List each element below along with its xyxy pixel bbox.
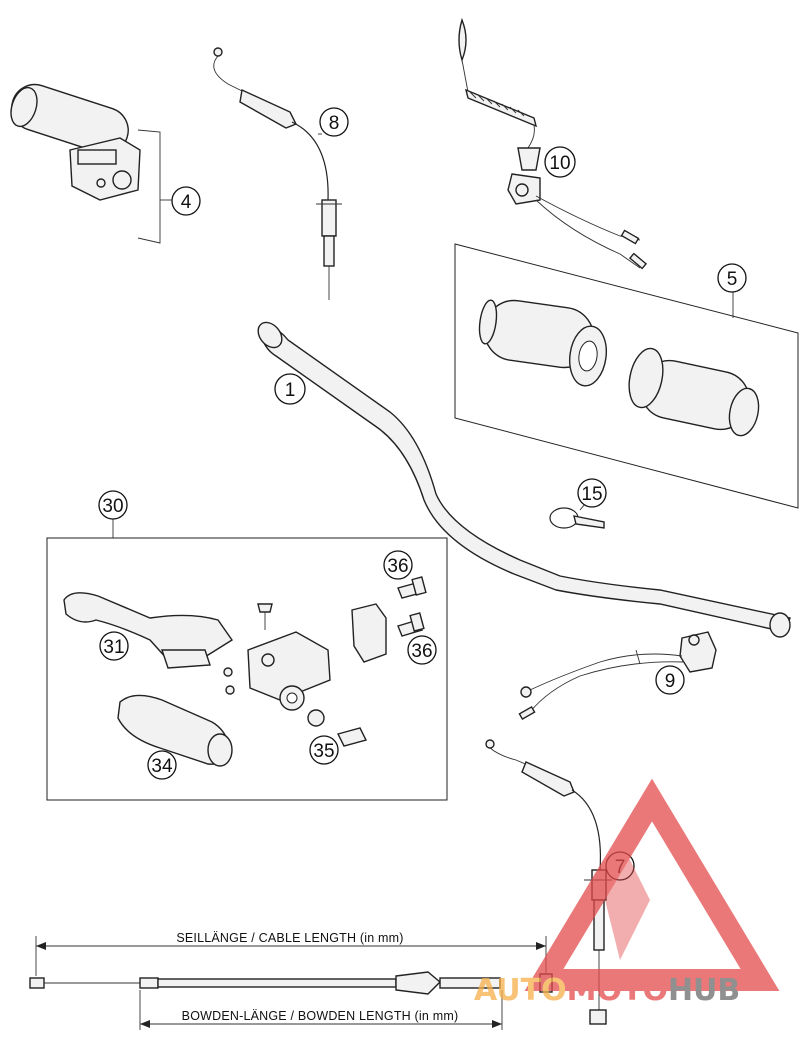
watermark-moto: MOTO: [567, 973, 668, 1008]
callout-36-upper: 36: [383, 550, 413, 580]
callout-15: 15: [577, 478, 607, 508]
automotohub-watermark-logo: AUTOMOTOHUB: [474, 778, 780, 1008]
svg-text:4: 4: [181, 192, 192, 213]
grip-set-part-5: [454, 243, 799, 509]
watermark-auto: AUTO: [474, 973, 567, 1008]
throttle-cable-part-8: [213, 47, 342, 300]
svg-text:9: 9: [665, 671, 676, 692]
kill-switch-part-10: [458, 17, 648, 270]
callout-1: 1: [274, 373, 306, 405]
callout-34: 34: [147, 750, 177, 780]
callout-30: 30: [98, 490, 128, 520]
callout-8: 8: [319, 107, 349, 137]
watermark-hub: HUB: [668, 973, 740, 1008]
svg-text:30: 30: [102, 496, 123, 517]
svg-text:10: 10: [549, 153, 570, 174]
callout-36-lower: 36: [407, 635, 437, 665]
clutch-lever-assembly-part-30: [46, 519, 448, 801]
svg-text:AUTOMOTOHUB: AUTOMOTOHUB: [474, 973, 740, 1008]
callout-4: 4: [171, 186, 201, 216]
callout-31: 31: [99, 631, 129, 661]
callout-9: 9: [655, 665, 685, 695]
svg-text:5: 5: [727, 269, 738, 290]
svg-text:35: 35: [313, 741, 334, 762]
svg-text:1: 1: [285, 380, 296, 401]
callout-5: 5: [717, 263, 747, 293]
svg-text:8: 8: [329, 113, 340, 134]
switch-part-9: [518, 631, 717, 721]
handlebar-part-1: [257, 321, 791, 638]
svg-text:34: 34: [151, 756, 173, 777]
bowden-length-label: BOWDEN-LÄNGE / BOWDEN LENGTH (in mm): [182, 1009, 459, 1023]
callout-10: 10: [544, 146, 576, 178]
svg-text:36: 36: [411, 641, 432, 662]
callout-35: 35: [309, 735, 339, 765]
grip-throttle-assembly-part-4: [10, 83, 172, 244]
svg-text:31: 31: [103, 637, 124, 658]
svg-text:15: 15: [581, 484, 602, 505]
cable-length-label: SEILLÄNGE / CABLE LENGTH (in mm): [176, 931, 403, 945]
svg-text:36: 36: [387, 556, 408, 577]
